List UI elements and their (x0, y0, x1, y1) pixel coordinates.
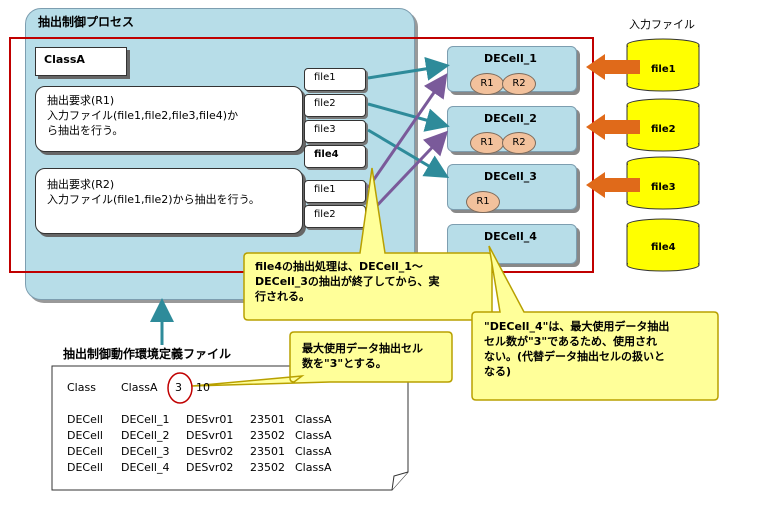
decell4-callout-line: セル数が"3"であるため、使用され (484, 335, 658, 348)
input-files-title: 入力ファイル (629, 18, 695, 31)
max-cell-callout-line: 最大使用データ抽出セル (302, 342, 423, 355)
request-r1-text: ら抽出を行う。 (47, 124, 124, 137)
decell-label: DECell_1 (484, 52, 537, 65)
request-r1-file-tag: file3 (304, 120, 366, 143)
request-r1-title: 抽出要求(R1) (47, 94, 115, 107)
input-file-label: file3 (651, 182, 676, 193)
request-oval: R1 (466, 191, 500, 213)
def-cell: DESvr02 (186, 461, 234, 474)
request-r1-file-tag: file2 (304, 94, 366, 117)
def-cell: DECell (67, 461, 103, 474)
request-oval: R2 (502, 132, 536, 154)
decell4-callout-line: なる) (484, 365, 512, 378)
def-cell: DECell_3 (121, 445, 170, 458)
def-cell: ClassA (295, 413, 332, 426)
class-name: ClassA (121, 381, 158, 394)
file4-callout-line: DECell_3の抽出が終了してから、実 (255, 275, 440, 288)
decell-label: DECell_3 (484, 170, 537, 183)
file4-callout-line: 行される。 (255, 290, 310, 303)
max-cell-callout-line: 数を"3"とする。 (302, 357, 387, 370)
def-cell: DESvr01 (186, 429, 234, 442)
request-oval: R1 (470, 132, 504, 154)
def-cell: DECell_2 (121, 429, 170, 442)
input-file-label: file1 (651, 64, 676, 75)
request-r2-title: 抽出要求(R2) (47, 178, 115, 191)
max-cell-value: 3 (175, 381, 182, 394)
decell4-callout-line: "DECell_4"は、最大使用データ抽出 (484, 320, 670, 333)
request-r1-file-tag: file1 (304, 68, 366, 91)
def-cell: DESvr01 (186, 413, 234, 426)
request-oval: R2 (502, 73, 536, 95)
request-oval: R1 (470, 73, 504, 95)
def-cell: 23502 (250, 429, 285, 442)
def-cell: ClassA (295, 429, 332, 442)
def-cell: ClassA (295, 461, 332, 474)
def-cell: DECell (67, 429, 103, 442)
def-cell: 23501 (250, 413, 285, 426)
class-value: 10 (196, 381, 210, 394)
input-file-label: file4 (651, 242, 676, 253)
request-r1-text: 入力ファイル(file1,file2,file3,file4)か (47, 109, 239, 122)
input-file-label: file2 (651, 124, 676, 135)
request-r2-file-tag: file2 (304, 205, 366, 228)
file4-callout-line: file4の抽出処理は、DECell_1～ (255, 260, 423, 273)
file-cylinder-icon (626, 156, 700, 210)
def-cell: DECell_4 (121, 461, 170, 474)
def-cell: DECell (67, 445, 103, 458)
def-cell: ClassA (295, 445, 332, 458)
page-fold-icon (391, 471, 409, 491)
class-label: ClassA (44, 53, 85, 66)
process-title: 抽出制御プロセス (38, 15, 135, 29)
def-cell: 23501 (250, 445, 285, 458)
def-cell: DECell (67, 413, 103, 426)
decell-label: DECell_4 (484, 230, 537, 243)
def-cell: DECell_1 (121, 413, 170, 426)
decell4-callout-line: ない。(代替データ抽出セルの扱いと (484, 350, 666, 363)
request-r2-file-tag: file1 (304, 180, 366, 203)
request-r1-file-tag: file4 (304, 145, 366, 168)
def-cell: 23502 (250, 461, 285, 474)
def-cell: DESvr02 (186, 445, 234, 458)
request-r2-text: 入力ファイル(file1,file2)から抽出を行う。 (47, 193, 260, 206)
decell-label: DECell_2 (484, 112, 537, 125)
definition-file-title: 抽出制御動作環境定義ファイル (63, 347, 232, 361)
class-keyword: Class (67, 381, 96, 394)
